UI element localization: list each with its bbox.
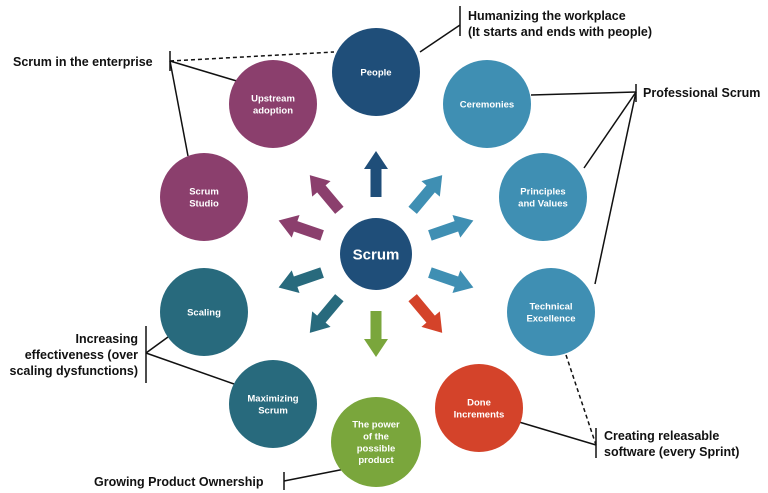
- connector-effectiveness-maximizing: [145, 352, 235, 385]
- callout-effectiveness-line: scaling dysfunctions): [10, 364, 139, 378]
- callout-labels: Humanizing the workplace (It starts and e…: [10, 9, 761, 489]
- connector-professional-ceremonies: [530, 91, 637, 96]
- node-done-label: Done: [467, 397, 491, 408]
- node-maximizing-circle: [229, 360, 317, 448]
- arrow-technical: [428, 267, 474, 294]
- node-power-label: of the: [363, 431, 389, 442]
- node-studio-circle: [160, 153, 248, 241]
- connector-humanizing: [419, 24, 461, 53]
- callout-humanizing: Humanizing the workplace (It starts and e…: [468, 9, 652, 39]
- node-power-label: product: [358, 455, 394, 466]
- node-people-label: People: [360, 67, 391, 78]
- callout-releasable-line: software (every Sprint): [604, 445, 739, 459]
- node-scaling-label: Scaling: [187, 307, 221, 318]
- node-done-label: Increments: [454, 409, 505, 420]
- callout-connectors: [145, 6, 637, 490]
- arrow-power: [364, 311, 388, 357]
- callout-professional-line: Professional Scrum: [643, 86, 760, 100]
- callout-releasable-line: Creating releasable: [604, 429, 719, 443]
- node-people-circle: [332, 28, 420, 116]
- arrow-studio: [278, 214, 324, 241]
- callout-effectiveness-line: Increasing: [75, 332, 138, 346]
- connector-professional-technical: [594, 91, 637, 285]
- arrow-maximizing: [309, 294, 344, 333]
- node-upstream-label: adoption: [253, 105, 293, 116]
- node-technical-label: Excellence: [526, 313, 575, 324]
- callout-enterprise: Scrum in the enterprise: [13, 55, 153, 69]
- arrow-ceremonies: [408, 175, 443, 214]
- node-maximizing-label: Maximizing: [247, 393, 298, 404]
- callout-releasable: Creating releasable software (every Sprin…: [604, 429, 739, 459]
- node-maximizing-label: Scrum: [258, 405, 288, 416]
- connector-releasable-done: [518, 421, 597, 446]
- node-ceremonies: Ceremonies: [443, 60, 531, 148]
- node-studio-label: Scrum: [189, 186, 219, 197]
- node-principles-label: and Values: [518, 198, 568, 209]
- node-scaling-circle: [160, 268, 248, 356]
- connector-ownership-power: [283, 467, 351, 482]
- node-technical-circle: [507, 268, 595, 356]
- node-scaling: Scaling: [160, 268, 248, 356]
- callout-humanizing-line: Humanizing the workplace: [468, 9, 626, 23]
- callout-effectiveness-line: effectiveness (over: [25, 348, 138, 362]
- arrow-done: [408, 294, 443, 333]
- node-upstream-label: Upstream: [251, 93, 295, 104]
- node-done-circle: [435, 364, 523, 452]
- scrum-center-label: Scrum: [353, 246, 400, 263]
- callout-professional: Professional Scrum: [643, 86, 760, 100]
- arrow-scaling: [278, 267, 324, 294]
- node-upstream-circle: [229, 60, 317, 148]
- node-studio-label: Studio: [189, 198, 219, 209]
- arrow-upstream: [309, 175, 344, 214]
- node-ceremonies-label: Ceremonies: [460, 99, 514, 110]
- connector-professional-principles: [583, 91, 637, 169]
- scrum-center: Scrum: [340, 218, 412, 290]
- scrum-center-circle: [340, 218, 412, 290]
- node-power-label: possible: [357, 443, 396, 454]
- callout-ownership: Growing Product Ownership: [94, 475, 264, 489]
- node-people: People: [332, 28, 420, 116]
- connector-releasable-technical: [565, 354, 597, 446]
- callout-ownership-line: Growing Product Ownership: [94, 475, 264, 489]
- node-technical-label: Technical: [529, 301, 572, 312]
- arrow-people: [364, 151, 388, 197]
- callout-humanizing-line: (It starts and ends with people): [468, 25, 652, 39]
- connector-enterprise-upstream: [169, 60, 241, 83]
- callout-effectiveness: Increasing effectiveness (over scaling dys…: [10, 332, 139, 378]
- connector-enterprise-people: [169, 51, 335, 62]
- node-power-circle: [331, 397, 421, 487]
- radial-arrows: [278, 151, 474, 357]
- node-principles-circle: [499, 153, 587, 241]
- center-node: Scrum: [340, 218, 412, 290]
- callout-enterprise-line: Scrum in the enterprise: [13, 55, 153, 69]
- connector-enterprise-studio: [169, 60, 189, 157]
- node-principles-label: Principles: [520, 186, 565, 197]
- arrow-principles: [428, 214, 474, 241]
- node-power-label: The power: [352, 420, 400, 431]
- connector-effectiveness-scaling: [145, 336, 169, 354]
- node-ceremonies-circle: [443, 60, 531, 148]
